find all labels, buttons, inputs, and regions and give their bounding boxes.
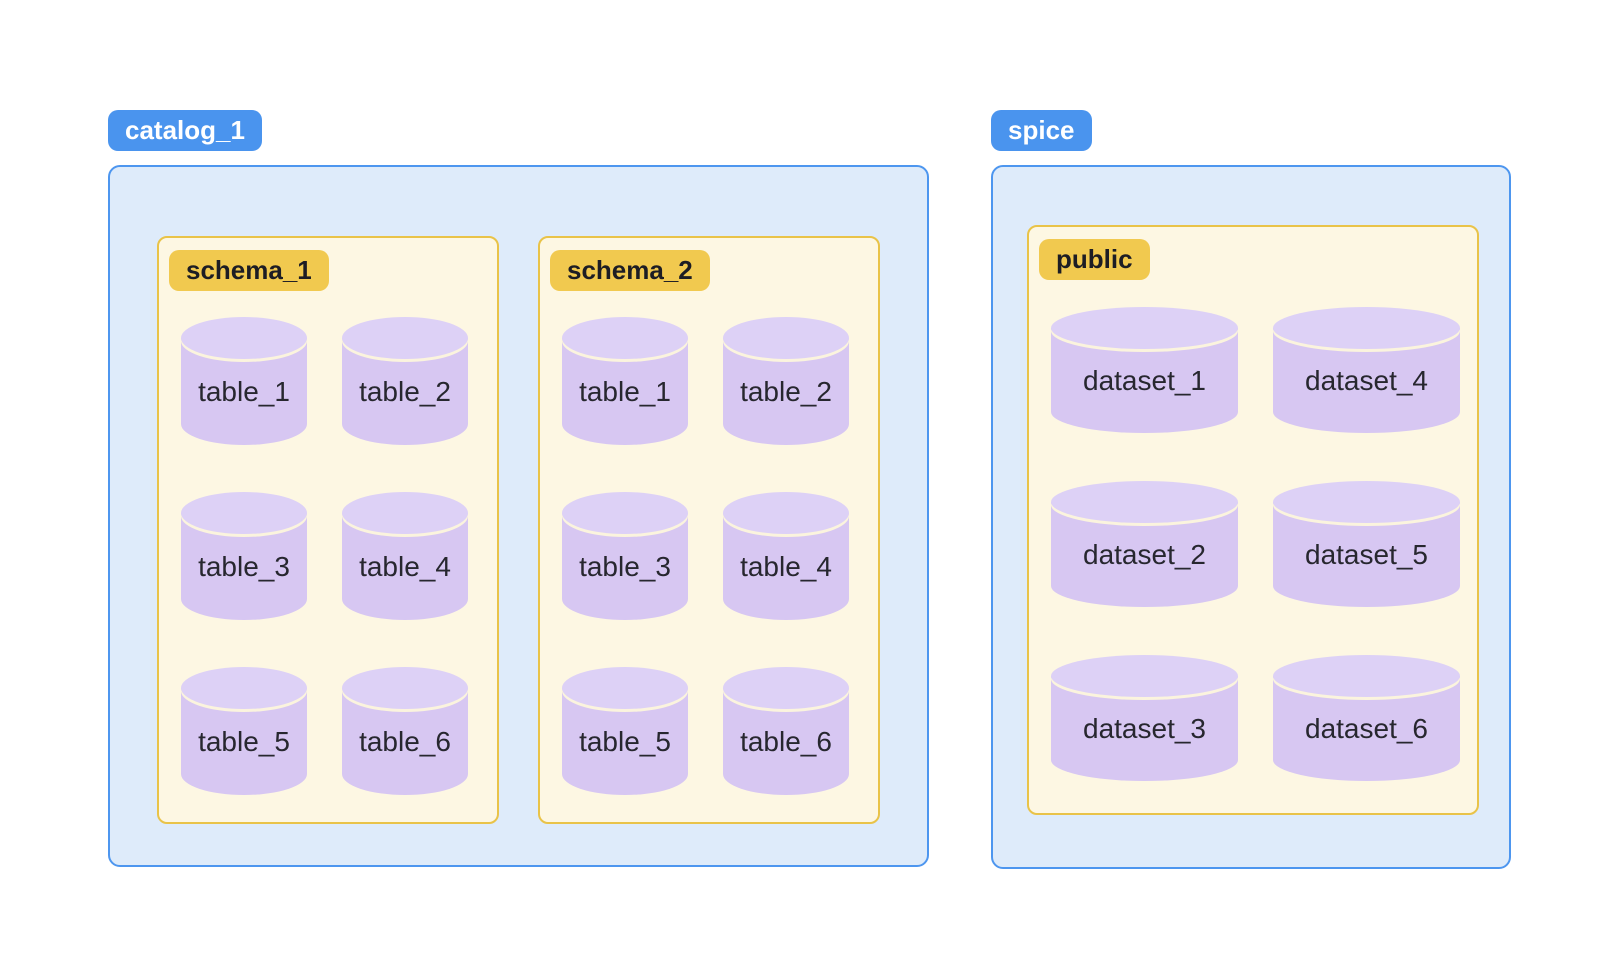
- cylinder-top: [562, 492, 688, 534]
- database-cylinder-icon: table_3: [181, 492, 307, 620]
- cylinder-label: dataset_3: [1083, 712, 1206, 744]
- cylinder-top: [723, 667, 849, 709]
- cylinder-label: table_6: [740, 725, 832, 757]
- cylinder-label: table_2: [740, 375, 832, 407]
- cylinder-label: table_3: [579, 550, 671, 582]
- cylinder-label: dataset_2: [1083, 538, 1206, 570]
- cylinder-label: table_2: [359, 375, 451, 407]
- cylinder-top: [1051, 307, 1238, 349]
- cylinder-top: [342, 492, 468, 534]
- database-cylinder-icon: dataset_3: [1051, 655, 1238, 781]
- cylinder-label: table_5: [579, 725, 671, 757]
- database-cylinder-icon: table_2: [342, 317, 468, 445]
- database-cylinder-icon: dataset_2: [1051, 481, 1238, 607]
- schema-badge: public: [1039, 239, 1150, 280]
- cylinder-top: [342, 317, 468, 359]
- cylinder-label: table_1: [198, 375, 290, 407]
- cylinder-top: [1273, 307, 1460, 349]
- database-cylinder-icon: table_4: [723, 492, 849, 620]
- cylinder-label: dataset_6: [1305, 712, 1428, 744]
- database-cylinder-icon: table_6: [723, 667, 849, 795]
- cylinder-top: [562, 317, 688, 359]
- catalog-badge: spice: [991, 110, 1092, 151]
- database-cylinder-icon: dataset_1: [1051, 307, 1238, 433]
- database-cylinder-icon: dataset_6: [1273, 655, 1460, 781]
- cylinder-label: table_3: [198, 550, 290, 582]
- cylinder-top: [1273, 655, 1460, 697]
- database-cylinder-icon: table_4: [342, 492, 468, 620]
- cylinder-label: dataset_1: [1083, 364, 1206, 396]
- cylinder-top: [562, 667, 688, 709]
- database-cylinder-icon: dataset_5: [1273, 481, 1460, 607]
- database-cylinder-icon: table_5: [181, 667, 307, 795]
- schema-badge: schema_2: [550, 250, 710, 291]
- cylinder-top: [342, 667, 468, 709]
- cylinder-grid: table_1 table_2 table_3 table_4 table_5 table…: [562, 317, 856, 795]
- cylinder-label: table_6: [359, 725, 451, 757]
- cylinder-top: [1051, 655, 1238, 697]
- cylinder-label: table_4: [740, 550, 832, 582]
- database-cylinder-icon: table_6: [342, 667, 468, 795]
- cylinder-top: [1273, 481, 1460, 523]
- cylinder-label: dataset_4: [1305, 364, 1428, 396]
- cylinder-top: [723, 492, 849, 534]
- catalog-badge: catalog_1: [108, 110, 262, 151]
- cylinder-label: dataset_5: [1305, 538, 1428, 570]
- cylinder-grid: table_1 table_2 table_3 table_4 table_5 table…: [181, 317, 475, 795]
- database-cylinder-icon: table_5: [562, 667, 688, 795]
- cylinder-label: table_5: [198, 725, 290, 757]
- cylinder-top: [181, 492, 307, 534]
- cylinder-top: [723, 317, 849, 359]
- cylinder-label: table_4: [359, 550, 451, 582]
- cylinder-label: table_1: [579, 375, 671, 407]
- cylinder-top: [1051, 481, 1238, 523]
- database-cylinder-icon: table_2: [723, 317, 849, 445]
- cylinder-top: [181, 317, 307, 359]
- schema-badge: schema_1: [169, 250, 329, 291]
- database-cylinder-icon: table_3: [562, 492, 688, 620]
- database-cylinder-icon: table_1: [562, 317, 688, 445]
- database-cylinder-icon: table_1: [181, 317, 307, 445]
- cylinder-top: [181, 667, 307, 709]
- database-cylinder-icon: dataset_4: [1273, 307, 1460, 433]
